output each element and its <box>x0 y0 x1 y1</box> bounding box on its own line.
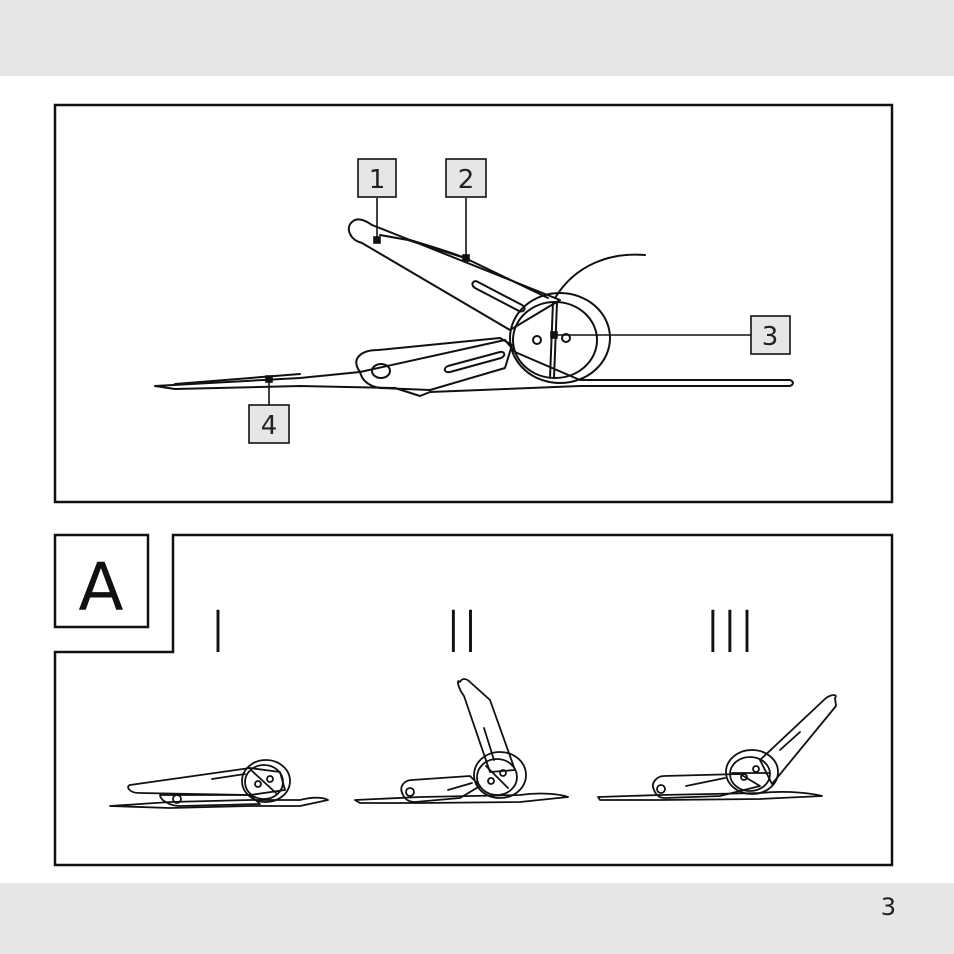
callout-2: 2 <box>446 159 486 197</box>
callout-4: 4 <box>249 405 289 443</box>
callout-3: 3 <box>751 316 790 354</box>
tool-drawing-step-ii <box>355 679 568 803</box>
footer-band <box>0 883 954 954</box>
step-i-label: I <box>209 598 226 666</box>
callout-1: 1 <box>358 159 396 197</box>
step-ii-label: II <box>445 598 479 666</box>
tool-drawing-step-iii <box>598 695 836 800</box>
callout-3-label: 3 <box>762 322 779 352</box>
callout-1-label: 1 <box>369 165 386 195</box>
figure-a-frame <box>55 535 892 865</box>
step-iii-label: III <box>704 598 755 666</box>
callout-4-label: 4 <box>261 411 278 441</box>
tool-drawing-step-i <box>110 760 328 808</box>
figure-a-label: A <box>78 549 123 626</box>
callout-2-label: 2 <box>458 165 475 195</box>
tool-drawing-overview <box>155 219 793 396</box>
page-number: 3 <box>881 893 896 921</box>
